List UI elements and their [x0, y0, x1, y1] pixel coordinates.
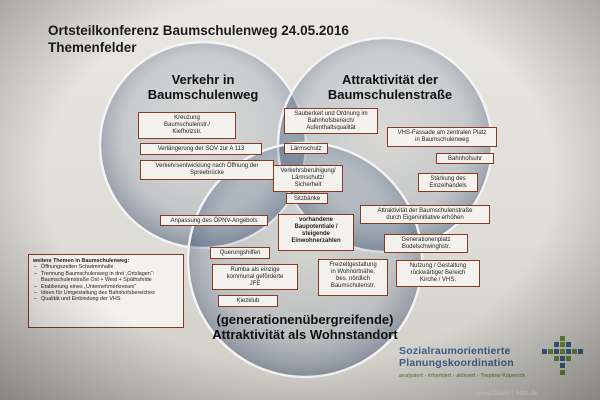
topic-box-oepnv: Anpassung des ÖPNV-Angebots: [160, 215, 268, 226]
topic-box-spreebruecke: Verkehrsentwicklung nach Öffnung der Spr…: [140, 160, 274, 180]
logo-wordmark: Sozialraumorientierte Planungskoordinati…: [399, 345, 514, 369]
topic-box-sauberkeit: Sauberkeit und Ordnung im Bahnhofsbereic…: [284, 108, 378, 134]
slide-title-line2: Themenfelder: [48, 40, 137, 55]
logo-line1: Sozialraumorientierte: [399, 345, 511, 357]
photo-watermark: www.Daum | Foto.de: [476, 390, 539, 397]
topic-box-einzelhandel: Stärkung des Einzelhandels: [418, 173, 478, 192]
topic-box-eigeninitiative: Attraktivität der Baumschulenstraße durc…: [360, 205, 490, 224]
topic-box-kreuzung: Kreuzung Baumschulenstr./ Kiefholzstr.: [138, 112, 236, 139]
topic-box-verkehrsberuhigung: Verkehrsberuhigung/ Lärmschutz/ Sicherhe…: [273, 165, 343, 192]
further-topics-box: weitere Themen in Baumschulenweg: Öffnun…: [28, 254, 184, 328]
further-topic-item: Etablierung eines „Unternehmerkreises“: [33, 284, 179, 291]
logo-line2: Planungskoordination: [399, 357, 514, 369]
further-topic-item: Öffnungszeiten Schwimmhalle: [33, 264, 179, 271]
topic-box-laermschutz: Lärmschutz: [284, 143, 328, 154]
slide-title-line1: Ortsteilkonferenz Baumschulenweg 24.05.2…: [48, 23, 349, 38]
topic-box-querungshilfen: Querungshilfen: [210, 247, 270, 259]
logo-squares-icon: [542, 336, 583, 375]
circle-title-verkehr: Verkehr in Baumschulenweg: [147, 72, 259, 102]
topic-box-freizeit: Freizeitgestaltung in Wohnortnähe, bes. …: [318, 259, 388, 296]
further-topics-title: weitere Themen in Baumschulenweg:: [33, 258, 130, 264]
logo-tagline: analysiert · informiert · aktiviert · Tr…: [399, 373, 526, 379]
topic-box-sitzbaenke: Sitzbänke: [286, 193, 328, 204]
slide-title: Ortsteilkonferenz Baumschulenweg 24.05.2…: [48, 22, 349, 56]
topic-box-generationenplatz: Generationenplatz Bodelschwinghstr.: [384, 234, 468, 253]
topic-box-vhs-fassade: VHS-Fassade am zentralen Platz in Baumsc…: [387, 127, 497, 147]
topic-box-bahnhofsuhr: Bahnhofsuhr: [436, 153, 494, 164]
topic-box-rumba: Rumba als einzige kommunal geförderte JF…: [212, 264, 298, 290]
topic-box-baupotentiale: vorhandene Baupotentiale / steigende Ein…: [278, 214, 354, 251]
topic-box-nutzung: Nutzung / Gestaltung rückwärtiger Bereic…: [396, 260, 480, 287]
circle-title-wohnstandort: (generationenübergreifende) Attraktivitä…: [212, 312, 398, 342]
topic-box-kiezklub: Kiezklub: [218, 295, 278, 307]
further-topic-item: Ideen für Umgestaltung des Bahnhofsberei…: [33, 290, 179, 297]
circle-title-attraktivitaet: Attraktivität der Baumschulenstraße: [327, 72, 453, 102]
topic-box-sov: Verlängerung der SOV zur A 113: [140, 143, 262, 155]
further-topic-item: Qualität und Einbindung der VHS: [33, 296, 179, 303]
further-topic-item: Trennung Baumschulenweg in drei „Ortslag…: [33, 271, 179, 284]
